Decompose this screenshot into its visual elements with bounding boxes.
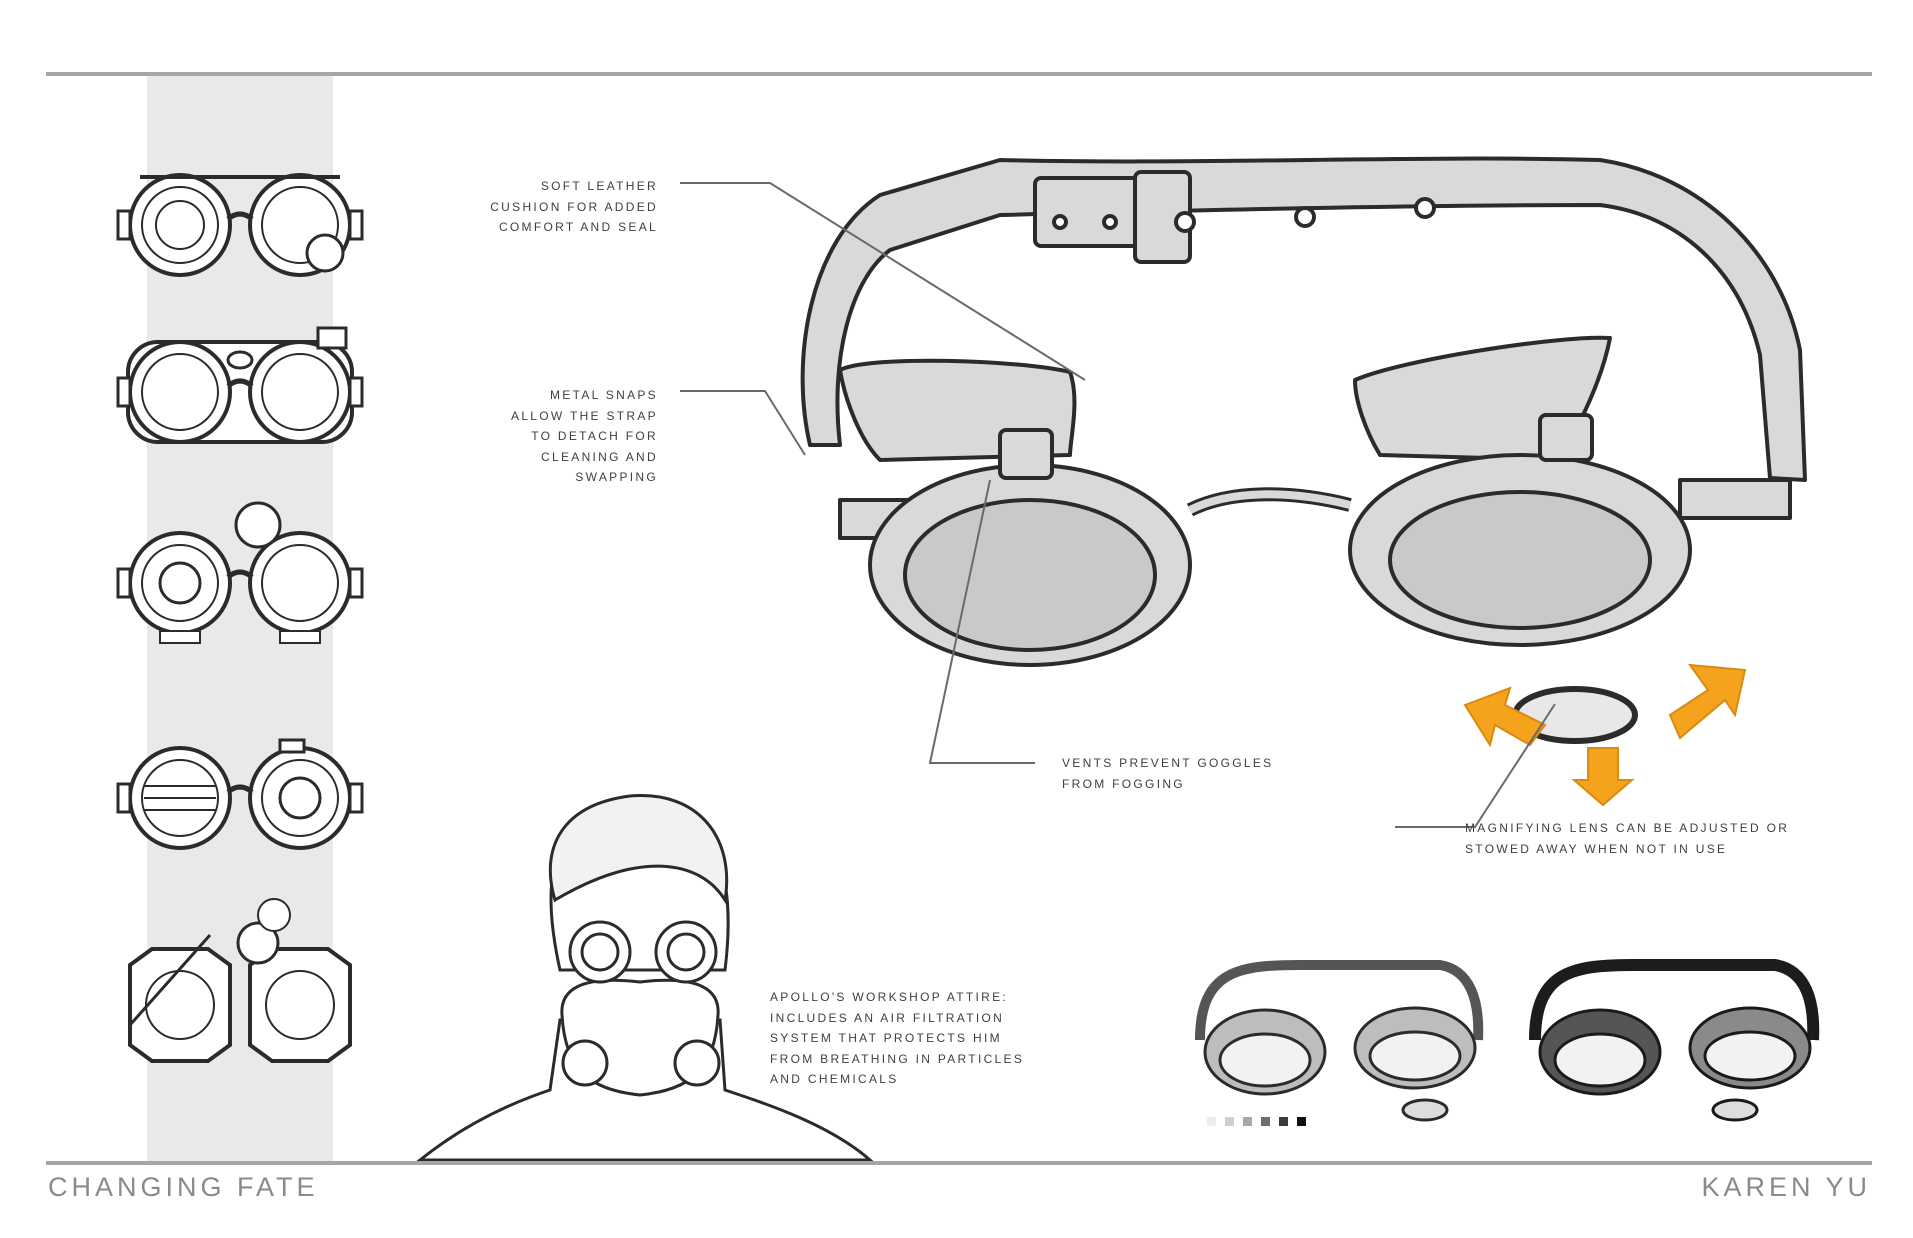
color-variant-dark bbox=[1529, 959, 1820, 1122]
project-title: CHANGING FATE bbox=[48, 1172, 319, 1202]
top-rule bbox=[46, 72, 1872, 76]
sketch-goggle-3 bbox=[118, 501, 362, 644]
color-swatch bbox=[1279, 1117, 1288, 1126]
artist-name: KAREN YU bbox=[1701, 1172, 1871, 1202]
callout-workshop-attire: APOLLO'S WORKSHOP ATTIRE: INCLUDES AN AI… bbox=[770, 990, 1025, 1086]
color-swatch bbox=[1207, 1117, 1216, 1126]
sketch-goggle-2 bbox=[118, 326, 362, 442]
color-variant-light bbox=[1195, 960, 1484, 1122]
callout-vents: VENTS PREVENT GOGGLES FROM FOGGING bbox=[1062, 756, 1274, 791]
sketch-goggle-1 bbox=[118, 175, 362, 275]
callout-metal-snaps: METAL SNAPS ALLOW THE STRAP TO DETACH FO… bbox=[511, 388, 658, 484]
color-swatches bbox=[1207, 1117, 1306, 1126]
color-swatch bbox=[1261, 1117, 1270, 1126]
color-swatch bbox=[1297, 1117, 1306, 1126]
main-goggle-drawing bbox=[800, 156, 1807, 744]
callout-leather-cushion: SOFT LEATHER CUSHION FOR ADDED COMFORT A… bbox=[490, 179, 658, 234]
color-swatch bbox=[1243, 1117, 1252, 1126]
bottom-rule bbox=[46, 1161, 1872, 1165]
sketch-goggle-5 bbox=[128, 898, 352, 1063]
character-head-sketch bbox=[415, 794, 874, 1162]
callout-leaders bbox=[680, 182, 1556, 828]
sketch-goggle-4 bbox=[118, 738, 362, 848]
callout-magnifying-lens: MAGNIFYING LENS CAN BE ADJUSTED OR STOWE… bbox=[1465, 821, 1790, 856]
color-swatch bbox=[1225, 1117, 1234, 1126]
arrow-icon-group bbox=[1463, 663, 1747, 807]
